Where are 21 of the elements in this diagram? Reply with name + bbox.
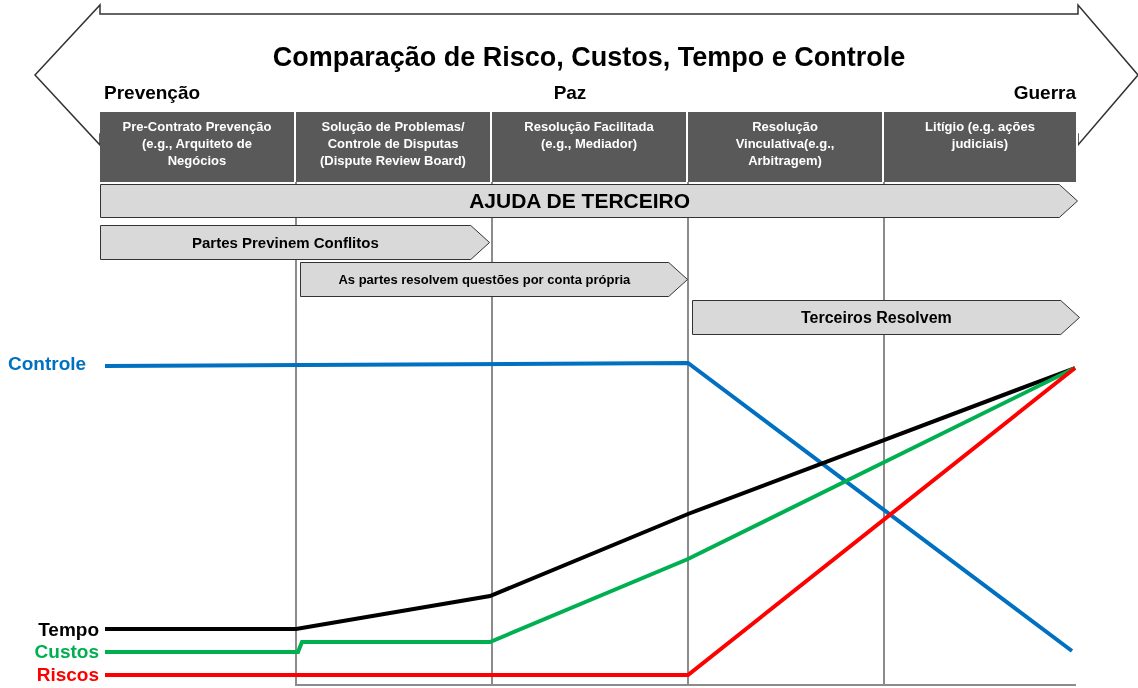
stage-label: Prevenção: [104, 82, 201, 104]
line-label: Controle: [8, 353, 87, 375]
arrow-band: [100, 225, 490, 260]
band-label: Partes Previnem Conflitos: [192, 234, 380, 251]
stage-label: Guerra: [1013, 82, 1076, 104]
stage-header: Pre-Contrato Prevenção (e.g., Arquiteto de Negócios: [100, 112, 296, 182]
stage-header: Solução de Problemas/ Controle de Disputas (Dispute Review Board): [296, 112, 492, 182]
stage-header: Litígio (e.g. ações judiciais): [884, 112, 1078, 182]
stage-header: Resolução Facilitada (e.g., Mediador): [492, 112, 688, 182]
arrow-band: [300, 262, 688, 297]
arrow-band: [692, 300, 1080, 335]
title: Comparação de Risco, Custos, Tempo e Controle: [271, 42, 907, 73]
line-label: Riscos: [36, 664, 99, 686]
stage-header: Resolução Vinculativa(e.g., Arbitragem): [688, 112, 884, 182]
stage-label: Paz: [553, 82, 587, 104]
band-label: As partes resolvem questões por conta própria: [338, 272, 632, 287]
line-label: Custos: [34, 641, 99, 663]
band-label: AJUDA DE TERCEIRO: [469, 189, 692, 213]
band-label: Terceiros Resolvem: [800, 308, 953, 327]
arrow-band: [100, 184, 1078, 218]
line-label: Tempo: [38, 619, 99, 641]
